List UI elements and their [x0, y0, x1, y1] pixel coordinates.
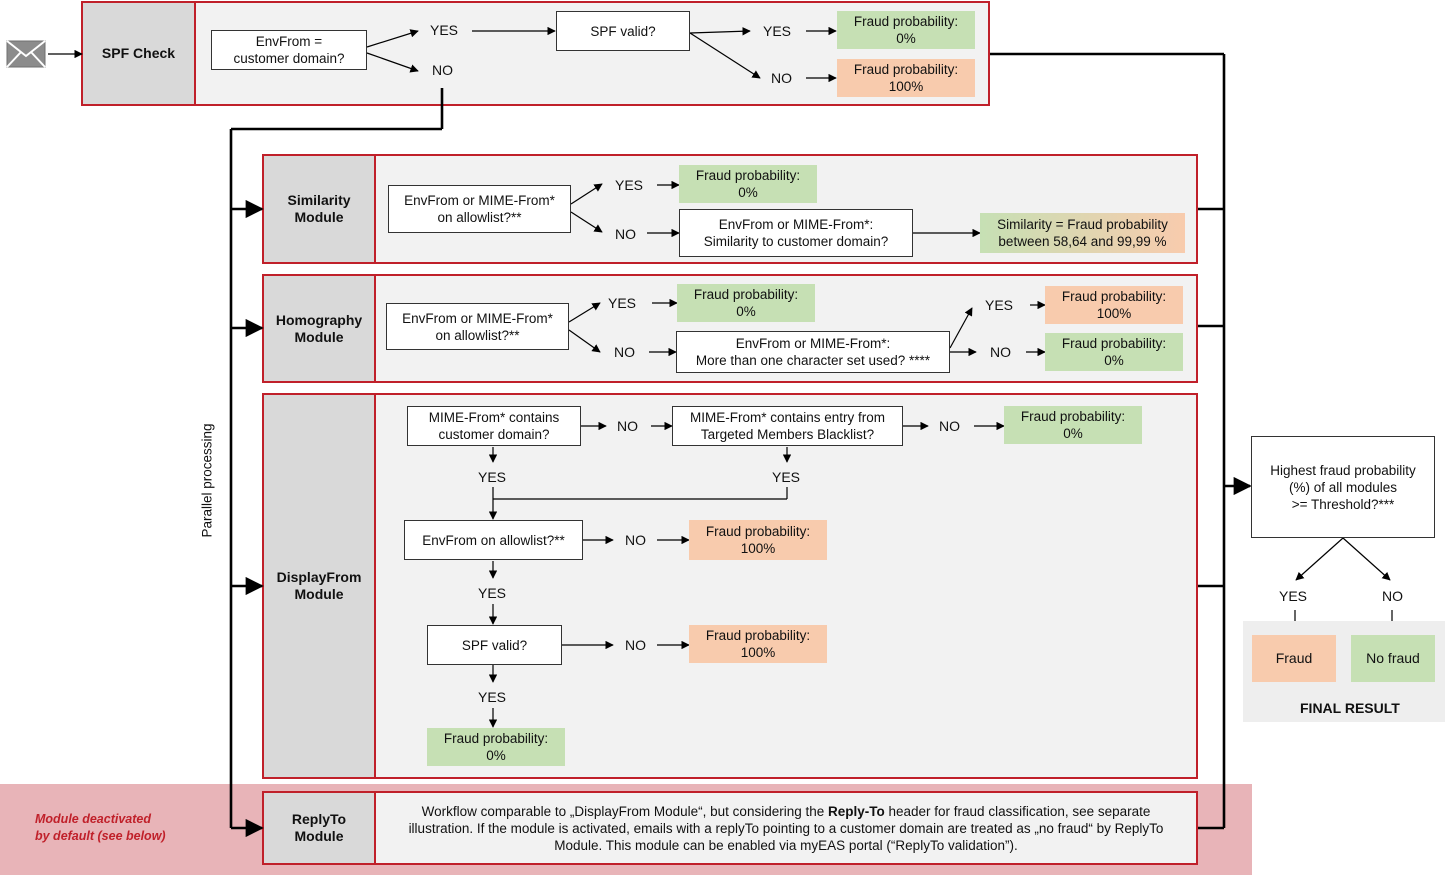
- spf-envfrom-question: EnvFrom = customer domain?: [211, 30, 367, 70]
- displayfrom-blacklist-yes-label: YES: [772, 469, 801, 485]
- homography-charset-question: EnvFrom or MIME-From*: More than one cha…: [676, 331, 950, 373]
- final-result-title: FINAL RESULT: [1300, 700, 1400, 716]
- displayfrom-blacklist-no-label: NO: [939, 418, 960, 434]
- parallel-processing-label: Parallel processing: [199, 423, 215, 538]
- replyto-label: ReplyTo Module: [264, 793, 376, 863]
- displayfrom-allowlist-no-label: NO: [625, 532, 646, 548]
- displayfrom-label: DisplayFrom Module: [264, 395, 376, 777]
- spf-result-valid: Fraud probability: 0%: [837, 11, 975, 49]
- similarity-label: Similarity Module: [264, 156, 376, 262]
- replyto-description: Workflow comparable to „DisplayFrom Modu…: [408, 803, 1164, 853]
- final-threshold-question: Highest fraud probability (%) of all mod…: [1251, 436, 1435, 538]
- displayfrom-spf-no-label: NO: [625, 637, 646, 653]
- spf-no-label: NO: [432, 62, 453, 78]
- spf-yes-label: YES: [430, 22, 459, 38]
- displayfrom-allowlist-yes-label: YES: [478, 585, 507, 601]
- homography-result-yes: Fraud probability: 100%: [1045, 286, 1183, 324]
- displayfrom-spf-yes-label: YES: [478, 689, 507, 705]
- displayfrom-allowlist-question: EnvFrom on allowlist?**: [404, 520, 583, 560]
- similarity-allowlist-question: EnvFrom or MIME-From* on allowlist?**: [388, 185, 571, 233]
- homography-result-allowed: Fraud probability: 0%: [677, 284, 815, 322]
- final-yes-label: YES: [1279, 588, 1308, 604]
- similarity-no-label: NO: [615, 226, 636, 242]
- displayfrom-result-spf-invalid: Fraud probability: 100%: [689, 625, 827, 663]
- displayfrom-result-spf-valid: Fraud probability: 0%: [427, 728, 565, 766]
- displayfrom-spf-question: SPF valid?: [427, 625, 562, 665]
- displayfrom-result-not-allowlisted: Fraud probability: 100%: [689, 520, 827, 560]
- spf-valid-yes-label: YES: [763, 23, 792, 39]
- homography-allowlist-question: EnvFrom or MIME-From* on allowlist?**: [386, 303, 569, 350]
- spf-result-invalid: Fraud probability: 100%: [837, 59, 975, 97]
- displayfrom-contains-no-label: NO: [617, 418, 638, 434]
- displayfrom-result-not-blacklisted: Fraud probability: 0%: [1004, 406, 1142, 444]
- similarity-domain-question: EnvFrom or MIME-From*: Similarity to cus…: [679, 209, 913, 257]
- similarity-yes-label: YES: [615, 177, 644, 193]
- similarity-result: Similarity = Fraud probability between 5…: [980, 213, 1185, 253]
- homography-charset-yes-label: YES: [985, 297, 1014, 313]
- homography-result-no: Fraud probability: 0%: [1045, 333, 1183, 371]
- similarity-result-allowed: Fraud probability: 0%: [679, 165, 817, 203]
- homography-yes-label: YES: [608, 295, 637, 311]
- spf-check-label: SPF Check: [83, 3, 196, 104]
- displayfrom-blacklist-question: MIME-From* contains entry from Targeted …: [672, 406, 903, 446]
- replyto-deactivated-note: Module deactivated by default (see below…: [35, 812, 166, 843]
- spf-valid-no-label: NO: [771, 70, 792, 86]
- final-no-label: NO: [1382, 588, 1403, 604]
- displayfrom-contains-yes-label: YES: [478, 469, 507, 485]
- final-no-fraud-result: No fraud: [1351, 635, 1435, 682]
- displayfrom-contains-question: MIME-From* contains customer domain?: [407, 406, 581, 446]
- final-fraud-result: Fraud: [1252, 635, 1336, 682]
- homography-charset-no-label: NO: [990, 344, 1011, 360]
- displayfrom-module: DisplayFrom Module: [262, 393, 1198, 779]
- envelope-icon: [6, 40, 46, 68]
- replyto-module: ReplyTo Module Workflow comparable to „D…: [262, 791, 1198, 865]
- homography-no-label: NO: [614, 344, 635, 360]
- spf-valid-question: SPF valid?: [556, 11, 690, 51]
- homography-label: Homography Module: [264, 276, 376, 381]
